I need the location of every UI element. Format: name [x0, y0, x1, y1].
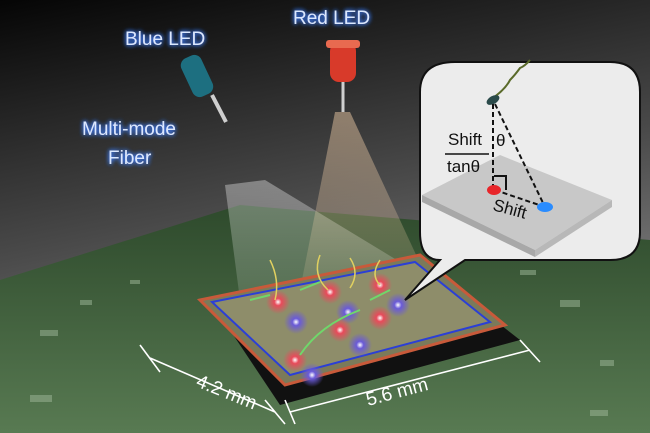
red-spot	[487, 185, 501, 195]
board-components	[30, 270, 614, 416]
inset-callout: θ Shift tanθ Shift	[404, 59, 641, 301]
chip	[196, 253, 520, 405]
red-led	[326, 40, 360, 112]
blue-led-fiber	[180, 54, 228, 123]
dimension-lines	[139, 339, 541, 425]
red-led-label: Red LED	[293, 8, 370, 29]
trajectories	[249, 281, 391, 356]
tan-theta-denominator: tanθ	[447, 157, 480, 176]
red-light-cone	[300, 112, 430, 290]
cells	[269, 254, 381, 301]
theta-label: θ	[496, 131, 505, 150]
blue-led-label: Blue LED	[125, 29, 205, 50]
shift-numerator: Shift	[448, 130, 482, 149]
fiber-label-line1: Multi-mode	[82, 119, 176, 140]
fiber-label-line2: Fiber	[108, 148, 152, 169]
fiber-tip	[489, 59, 531, 101]
substrate	[422, 155, 612, 250]
blue-spot	[537, 202, 553, 212]
